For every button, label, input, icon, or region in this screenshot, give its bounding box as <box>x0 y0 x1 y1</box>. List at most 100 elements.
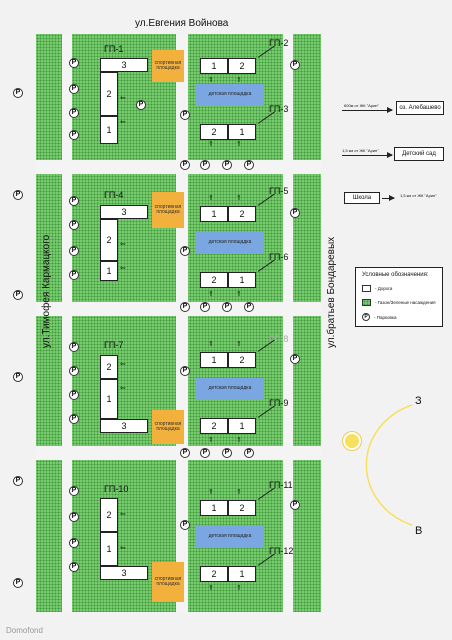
building-gp10-section-2: 2 <box>100 498 118 532</box>
parking-icon: P <box>69 486 79 496</box>
building-gp1-section-2: 2 <box>100 72 118 116</box>
parking-icon: P <box>222 448 232 458</box>
parking-icon: P <box>180 448 190 458</box>
building-gp2-section-1: 1 <box>200 58 228 74</box>
entrance-arrow-icon: ⇐ <box>120 119 126 126</box>
entrance-arrow-icon: ⇐ <box>120 241 126 248</box>
entrance-arrow-icon: ⇑ <box>236 489 242 496</box>
building-gp4-section-2: 2 <box>100 219 118 261</box>
sport-playground: спортивная площадка <box>152 50 184 82</box>
parking-icon: P <box>290 208 300 218</box>
entrance-arrow-icon: ⇐ <box>120 361 126 368</box>
kids-playground: детская площадка <box>196 526 264 548</box>
entrance-arrow-icon: ⇐ <box>120 511 126 518</box>
parking-icon: P <box>180 520 190 530</box>
legend-road-row: - Дорога <box>362 285 392 292</box>
legend-title: Условные обозначения: <box>362 272 429 278</box>
parking-icon: P <box>69 130 79 140</box>
parking-icon: P <box>200 448 210 458</box>
building-gp11-section-2: 2 <box>228 500 256 516</box>
building-gp11-label: ГП-11 <box>269 480 293 490</box>
parking-icon: P <box>222 160 232 170</box>
parking-icon: P <box>69 512 79 522</box>
building-gp11-section-1: 1 <box>200 500 228 516</box>
entrance-arrow-icon: ⇑ <box>208 195 214 202</box>
building-gp9-section-2: 2 <box>200 418 228 434</box>
entrance-arrow-icon: ⇑ <box>208 437 214 444</box>
building-gp7-section-1: 1 <box>100 379 118 419</box>
school-arrow <box>382 195 395 201</box>
parking-icon: P <box>69 538 79 548</box>
entrance-arrow-icon: ⇑ <box>236 341 242 348</box>
legend-green-row: - Газон/Зеленые насаждения <box>362 299 436 306</box>
parking-icon: P <box>222 302 232 312</box>
road <box>283 34 293 612</box>
parking-icon: P <box>13 88 23 98</box>
parking-icon: P <box>13 476 23 486</box>
entrance-arrow-icon: ⇑ <box>236 141 242 148</box>
entrance-arrow-icon: ⇑ <box>208 141 214 148</box>
building-gp3-section-2: 2 <box>200 124 228 140</box>
building-gp2-section-2: 2 <box>228 58 256 74</box>
alebashevo-arrow <box>342 107 393 113</box>
building-gp5-label: ГП-5 <box>269 186 289 196</box>
legend-parking-icon: P <box>362 313 370 321</box>
kids-playground: детская площадка <box>196 232 264 254</box>
entrance-arrow-icon: ⇑ <box>236 77 242 84</box>
entrance-arrow-icon: ⇑ <box>208 585 214 592</box>
building-gp5-section-2: 2 <box>228 206 256 222</box>
entrance-arrow-icon: ⇑ <box>208 291 214 298</box>
alebashevo-distance: 600м от ЖК "Арин" <box>344 103 379 108</box>
parking-icon: P <box>13 190 23 200</box>
building-gp9-label: ГП-9 <box>269 398 289 408</box>
building-gp4-label: ГП-4 <box>104 190 124 200</box>
street-top-label: ул.Евгения Войнова <box>135 18 229 29</box>
compass-west-label: З <box>415 395 422 407</box>
building-gp4-section-1: 1 <box>100 261 118 281</box>
legend-green-swatch <box>362 299 371 306</box>
school-distance: 1,5 км от ЖК "Арин" <box>400 193 437 198</box>
parking-icon: P <box>69 220 79 230</box>
sport-playground: спортивная площадка <box>152 562 184 602</box>
parking-icon: P <box>13 372 23 382</box>
building-gp12-section-2: 2 <box>200 566 228 582</box>
legend: Условные обозначения: - Дорога - Газон/З… <box>355 267 443 327</box>
parking-icon: P <box>69 342 79 352</box>
parking-icon: P <box>244 448 254 458</box>
parking-icon: P <box>180 366 190 376</box>
alebashevo-box: оз. Алебашево <box>396 101 444 115</box>
building-gp6-section-1: 1 <box>228 272 256 288</box>
street-right-label: ул.братьев Бондаревых <box>326 236 337 348</box>
entrance-arrow-icon: ⇐ <box>120 385 126 392</box>
building-gp1-section-3: 3 <box>100 58 148 72</box>
parking-icon: P <box>69 414 79 424</box>
building-gp10-label: ГП-10 <box>104 484 129 494</box>
building-gp8-label: ГП-8 <box>269 334 289 344</box>
legend-parking-row: P - Парковка <box>362 313 396 321</box>
kids-playground: детская площадка <box>196 378 264 400</box>
parking-icon: P <box>69 108 79 118</box>
building-gp10-section-3: 3 <box>100 566 148 580</box>
parking-icon: P <box>290 354 300 364</box>
entrance-arrow-icon: ⇑ <box>236 585 242 592</box>
entrance-arrow-icon: ⇑ <box>236 195 242 202</box>
building-gp9-section-1: 1 <box>228 418 256 434</box>
parking-icon: P <box>200 302 210 312</box>
parking-icon: P <box>244 302 254 312</box>
building-gp10-section-1: 1 <box>100 532 118 566</box>
parking-icon: P <box>290 500 300 510</box>
street-left-label: ул.Тимофея Кармацкого <box>41 234 52 348</box>
sun-icon <box>345 434 359 448</box>
legend-green-label: - Газон/Зеленые насаждения <box>375 300 436 305</box>
building-gp5-section-1: 1 <box>200 206 228 222</box>
building-gp7-section-3: 3 <box>100 419 148 433</box>
building-gp3-section-1: 1 <box>228 124 256 140</box>
legend-road-label: - Дорога <box>375 286 393 291</box>
entrance-arrow-icon: ⇑ <box>208 341 214 348</box>
parking-icon: P <box>69 366 79 376</box>
road <box>176 34 188 612</box>
building-gp8-section-2: 2 <box>228 352 256 368</box>
parking-icon: P <box>180 246 190 256</box>
entrance-arrow-icon: ⇑ <box>236 291 242 298</box>
